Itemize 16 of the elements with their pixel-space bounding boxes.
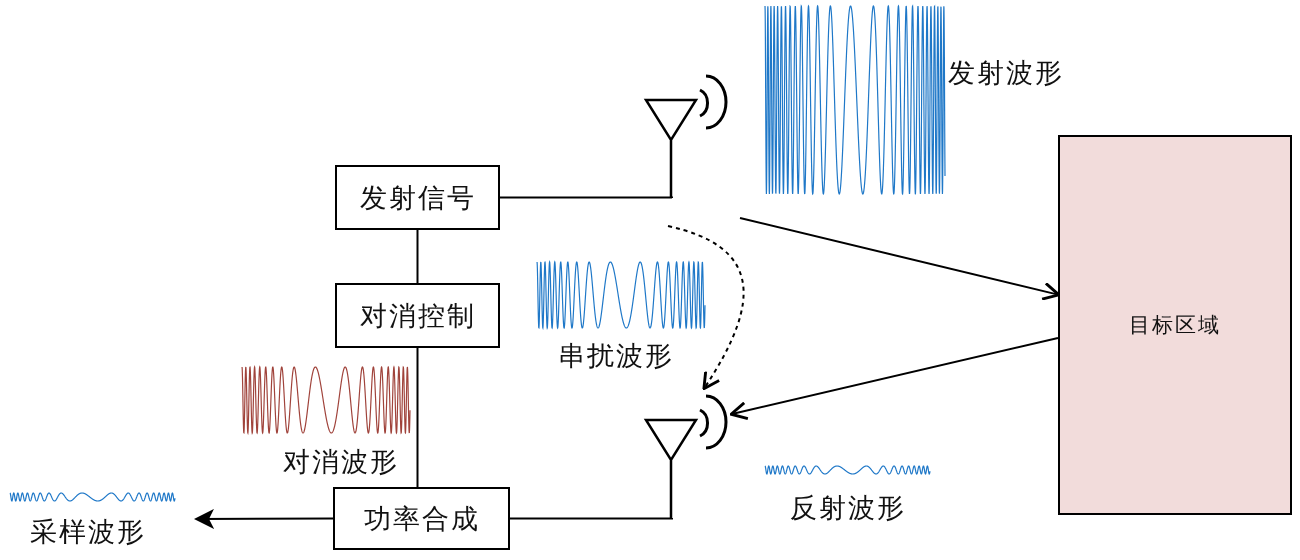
- waveform-label: 串扰波形: [558, 339, 674, 373]
- arrow: [729, 336, 1059, 421]
- target-area-box: 目标区域: [1058, 135, 1292, 515]
- connector-line: [416, 229, 419, 284]
- arrow: [194, 508, 334, 529]
- process-box: 发射信号: [335, 165, 500, 230]
- waveform-label: 对消波形: [283, 445, 399, 479]
- waveform-label: 反射波形: [790, 491, 906, 525]
- process-box: 功率合成: [333, 487, 510, 550]
- process-box: 对消控制: [335, 283, 500, 348]
- connector-line: [416, 347, 419, 488]
- dashed-arrow: [667, 225, 745, 391]
- waveform-label: 采样波形: [30, 515, 146, 549]
- connector-line: [509, 517, 673, 520]
- connector-line: [499, 196, 673, 199]
- waveform-label: 发射波形: [948, 56, 1064, 90]
